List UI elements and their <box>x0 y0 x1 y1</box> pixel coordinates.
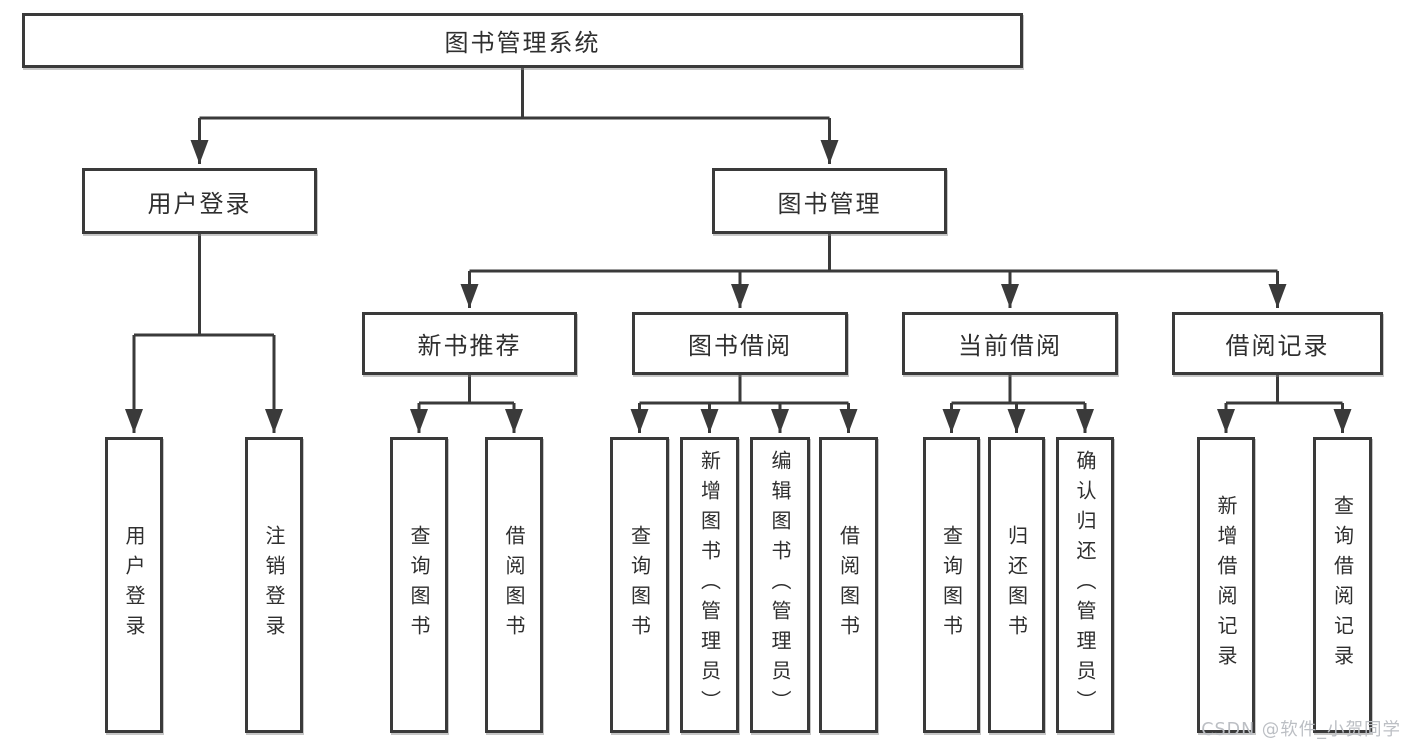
leaf-query-books-recommend: 查询图书 <box>390 437 448 733</box>
node-root-system: 图书管理系统 <box>22 13 1023 68</box>
leaf-edit-book-admin: 编辑图书（管理员） <box>750 437 810 733</box>
leaf-add-book-admin: 新增图书（管理员） <box>680 437 739 733</box>
csdn-watermark: CSDN @软件_小贺同学 <box>1201 720 1401 740</box>
leaf-label: 查询借阅记录 <box>1330 495 1355 675</box>
leaf-label: 归还图书 <box>1004 525 1029 645</box>
leaf-label: 借阅图书 <box>836 525 861 645</box>
leaf-label: 查询图书 <box>407 525 431 645</box>
node-new-book-recommend: 新书推荐 <box>362 312 577 375</box>
leaf-confirm-return-admin: 确认归还（管理员） <box>1056 437 1114 733</box>
leaf-query-borrow-record: 查询借阅记录 <box>1313 437 1372 733</box>
leaf-logout: 注销登录 <box>245 437 303 733</box>
leaf-label: 新增图书（管理员） <box>697 450 722 720</box>
leaf-label: 编辑图书（管理员） <box>768 450 792 720</box>
node-current-borrow: 当前借阅 <box>902 312 1118 375</box>
leaf-label: 确认归还（管理员） <box>1073 450 1097 720</box>
leaf-return-books: 归还图书 <box>988 437 1045 733</box>
leaf-user-login: 用户登录 <box>105 437 163 733</box>
node-book-management: 图书管理 <box>712 168 947 234</box>
leaf-add-borrow-record: 新增借阅记录 <box>1197 437 1255 733</box>
leaf-query-books-borrow: 查询图书 <box>610 437 669 733</box>
leaf-label: 新增借阅记录 <box>1214 495 1238 675</box>
leaf-label: 注销登录 <box>262 525 286 645</box>
leaf-label: 借阅图书 <box>502 525 526 645</box>
leaf-label: 用户登录 <box>122 525 146 645</box>
node-user-login: 用户登录 <box>82 168 317 234</box>
leaf-borrow-books: 借阅图书 <box>819 437 878 733</box>
node-borrow-records: 借阅记录 <box>1172 312 1383 375</box>
leaf-borrow-books-recommend: 借阅图书 <box>485 437 543 733</box>
leaf-query-books-current: 查询图书 <box>923 437 980 733</box>
leaf-label: 查询图书 <box>627 525 652 645</box>
node-book-borrow: 图书借阅 <box>632 312 848 375</box>
leaf-label: 查询图书 <box>939 525 964 645</box>
